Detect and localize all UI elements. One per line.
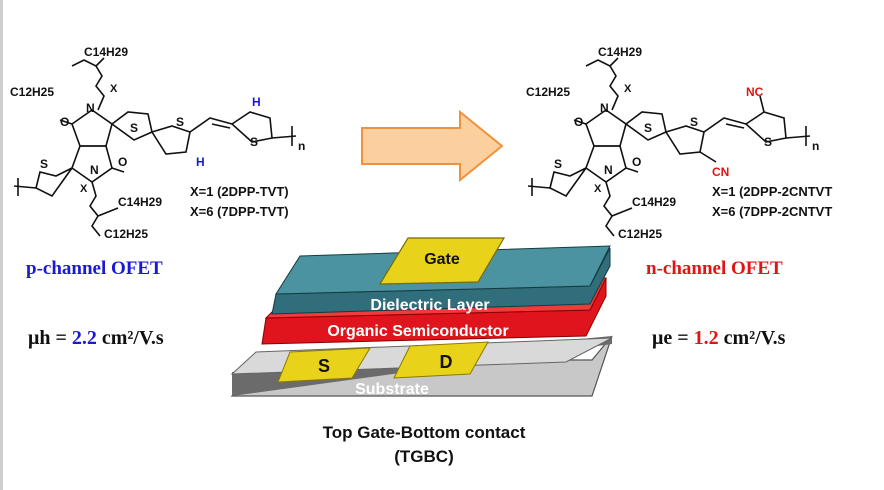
drain-electrode: [393, 341, 489, 379]
left-s2: S: [130, 121, 138, 135]
right-top-branch-label: C14H29: [598, 45, 642, 59]
device-stack: [230, 237, 613, 397]
hole-mobility-symbol: μh: [28, 327, 50, 349]
left-n-repeat: n: [298, 139, 305, 153]
gate-electrode: [378, 237, 506, 285]
transform-arrow: [361, 109, 504, 183]
left-molecule: [13, 57, 297, 237]
left-variant-2: X=6 (7DPP-TVT): [190, 204, 289, 219]
left-h-bottom: H: [196, 155, 205, 169]
electron-mobility-symbol: μe: [652, 327, 672, 349]
left-molecule-labels: C14H29 C12H25 X N O N O S S S S H H n X …: [10, 45, 305, 241]
right-bottom-branch-label: C14H29: [632, 195, 676, 209]
right-top-x-label: X: [624, 83, 632, 95]
electron-mobility-value: 1.2: [694, 327, 719, 349]
n-channel-label: n-channel OFET: [646, 258, 783, 279]
device-labels: Gate Dielectric Layer Organic Semiconduc…: [318, 251, 526, 466]
p-channel-label: p-channel OFET: [26, 258, 163, 279]
left-s4: S: [250, 135, 258, 149]
semiconductor-label: Organic Semiconductor: [327, 323, 508, 340]
left-n2: N: [90, 163, 99, 177]
electron-mobility: μe = 1.2 cm²/V.s: [652, 327, 786, 349]
hole-mobility: μh = 2.2 cm²/V.s: [28, 327, 164, 349]
right-top-chain-label: C12H25: [526, 85, 570, 99]
right-panel: n-channel OFET μe = 1.2 cm²/V.s: [646, 258, 786, 349]
left-h-top: H: [252, 95, 261, 109]
right-s4: S: [764, 135, 772, 149]
right-n2: N: [604, 163, 613, 177]
right-cn-label: CN: [712, 165, 729, 179]
device-caption-line1: Top Gate-Bottom contact: [323, 423, 526, 442]
device-caption-line2: (TGBC): [394, 447, 453, 466]
left-o1: O: [60, 115, 69, 129]
right-n1: N: [600, 101, 609, 115]
right-o2: O: [632, 155, 641, 169]
substrate-label: Substrate: [355, 381, 429, 398]
left-border: [0, 0, 3, 490]
hole-mobility-unit: cm²/V.s: [102, 327, 164, 349]
drain-label: D: [440, 352, 453, 372]
right-bottom-chain-label: C12H25: [618, 227, 662, 241]
dielectric-label: Dielectric Layer: [370, 297, 489, 314]
left-bottom-x-label: X: [80, 183, 88, 195]
left-variant-1: X=1 (2DPP-TVT): [190, 184, 289, 199]
right-bottom-x-label: X: [594, 183, 602, 195]
right-molecule-labels: C14H29 C12H25 X N O N O S S S S NC CN n …: [526, 45, 832, 241]
right-molecule: [527, 57, 811, 237]
left-o2: O: [118, 155, 127, 169]
right-s1: S: [554, 157, 562, 171]
right-variant-1: X=1 (2DPP-2CNTVT: [712, 184, 832, 199]
hole-mobility-value: 2.2: [72, 327, 97, 349]
source-label: S: [318, 356, 330, 376]
left-top-chain-label: C12H25: [10, 85, 54, 99]
left-bottom-branch-label: C14H29: [118, 195, 162, 209]
right-s3: S: [690, 115, 698, 129]
right-o1: O: [574, 115, 583, 129]
left-top-branch-label: C14H29: [84, 45, 128, 59]
right-n-repeat: n: [812, 139, 819, 153]
left-top-x-label: X: [110, 83, 118, 95]
right-variant-2: X=6 (7DPP-2CNTVT: [712, 204, 832, 219]
left-n1: N: [86, 101, 95, 115]
electron-mobility-unit: cm²/V.s: [724, 327, 786, 349]
left-bottom-chain-label: C12H25: [104, 227, 148, 241]
left-s3: S: [176, 115, 184, 129]
left-s1: S: [40, 157, 48, 171]
left-panel: p-channel OFET μh = 2.2 cm²/V.s: [26, 258, 164, 349]
right-s2: S: [644, 121, 652, 135]
gate-label: Gate: [424, 251, 460, 268]
right-nc-label: NC: [746, 85, 764, 99]
source-electrode: [277, 347, 371, 383]
